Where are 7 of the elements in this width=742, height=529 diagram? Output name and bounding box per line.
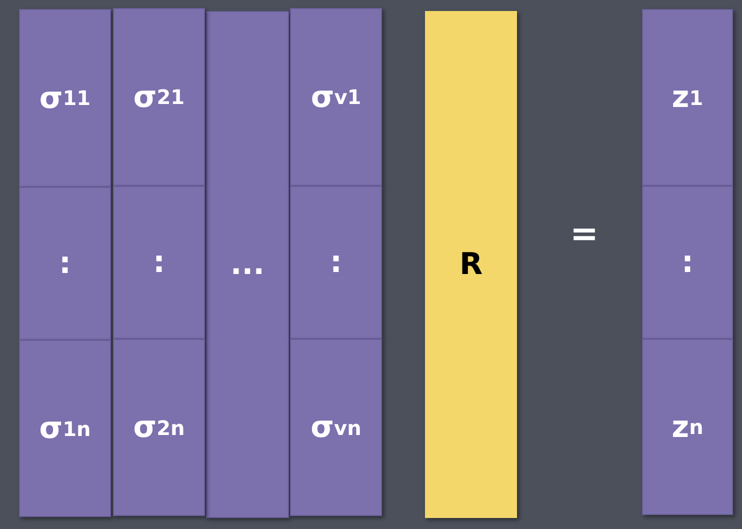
- matrix-cell: :: [642, 186, 733, 339]
- matrix-cell: :: [113, 186, 205, 339]
- matrix-cell: R: [425, 11, 517, 518]
- matrix-cell: :: [290, 186, 382, 339]
- equals-sign: =: [570, 214, 598, 254]
- matrix-cell: ...: [206, 11, 289, 518]
- matrix-cell: :: [19, 187, 111, 340]
